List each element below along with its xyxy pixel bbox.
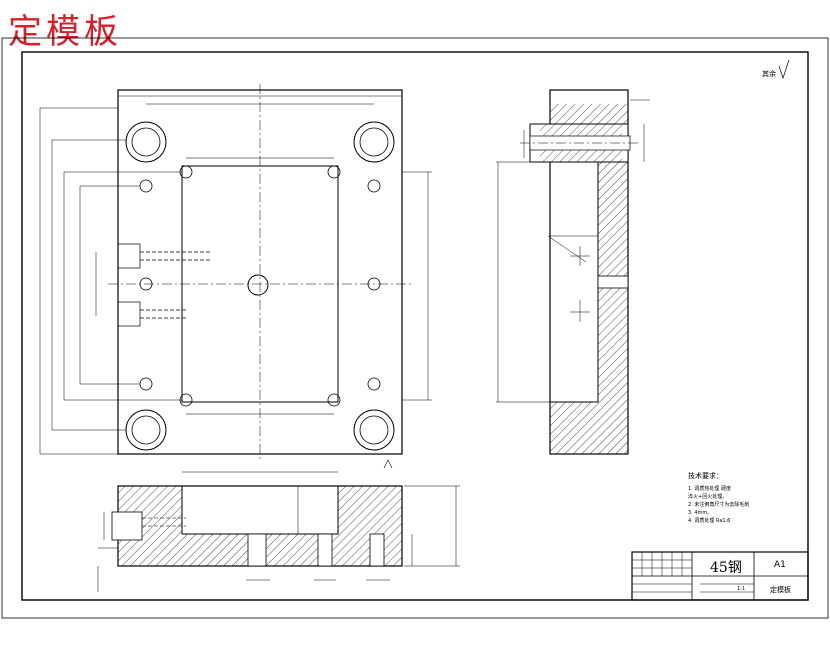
tech-req-item: 3. 4mm。 (688, 510, 712, 516)
section-hole-1 (247, 533, 267, 567)
title-block (631, 551, 809, 601)
outer-border (1, 37, 829, 619)
guide-bores (125, 121, 395, 451)
section-dimensions (97, 471, 460, 592)
cooling-channels (117, 243, 210, 327)
roughness-label: 其余 (762, 69, 776, 78)
side-view-dimensions (496, 89, 650, 403)
tech-req-item: 淬火+回火处理。 (688, 493, 727, 500)
tech-requirements: 技术要求： 1. 调质热处理 硬度 淬火+回火处理。 2. 未注倒角尺寸为去除毛… (688, 471, 749, 524)
sprue-hole (247, 274, 269, 296)
roughness-symbol (778, 59, 790, 80)
inner-border (21, 51, 809, 601)
part-name-label: 定模板 (770, 585, 791, 594)
tech-req-title: 技术要求： (688, 471, 723, 480)
side-gate (597, 275, 629, 289)
front-section (97, 471, 460, 592)
scale-label: 1:1 (737, 586, 745, 592)
side-hatch-bottom (550, 402, 628, 454)
section-hole-3 (369, 533, 385, 567)
drawing-heading: 定模板 (8, 12, 122, 52)
tech-req-item: 1. 调质热处理 硬度 (688, 485, 731, 492)
tech-req-item: 4. 调质处理 Ra1.6 (688, 517, 730, 524)
section-marker-b (383, 459, 393, 469)
section-cooling (111, 511, 143, 541)
sheet-size-label: A1 (774, 560, 786, 570)
material-label: 45钢 (710, 560, 742, 576)
section-hole-2 (317, 533, 333, 567)
section-pocket (181, 485, 339, 535)
side-view (496, 89, 650, 455)
tech-req-item: 2. 未注倒角尺寸为去除毛刺 (688, 501, 749, 508)
top-view-dimensions (39, 95, 432, 455)
top-view (39, 84, 432, 469)
screw-holes (139, 165, 381, 407)
